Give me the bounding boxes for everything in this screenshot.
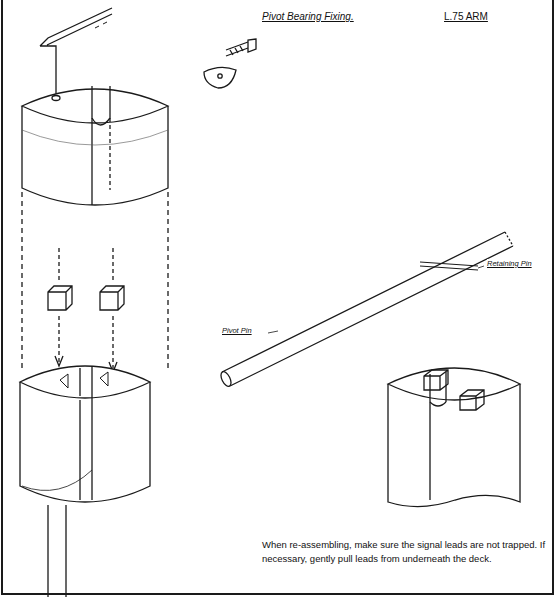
arrow-guide	[59, 248, 113, 368]
upper-bearing-block	[22, 86, 168, 205]
assembled-block	[388, 368, 520, 507]
screw-and-washer	[204, 39, 256, 88]
key	[48, 286, 124, 310]
note-text: When re-assembling, make sure the signal…	[262, 538, 550, 566]
part-label: L.75 ARM	[444, 10, 488, 25]
part-label: Pivot Pin	[222, 326, 252, 337]
part-label: Retaining Pin	[487, 259, 532, 270]
leader-line	[268, 331, 278, 333]
wire-hook	[40, 8, 112, 96]
title: Pivot Bearing Fixing.	[262, 10, 354, 25]
guide-line	[22, 192, 168, 372]
lower-bearing-block	[20, 366, 150, 597]
pivot-pin	[219, 232, 513, 388]
leader-line	[478, 266, 484, 268]
